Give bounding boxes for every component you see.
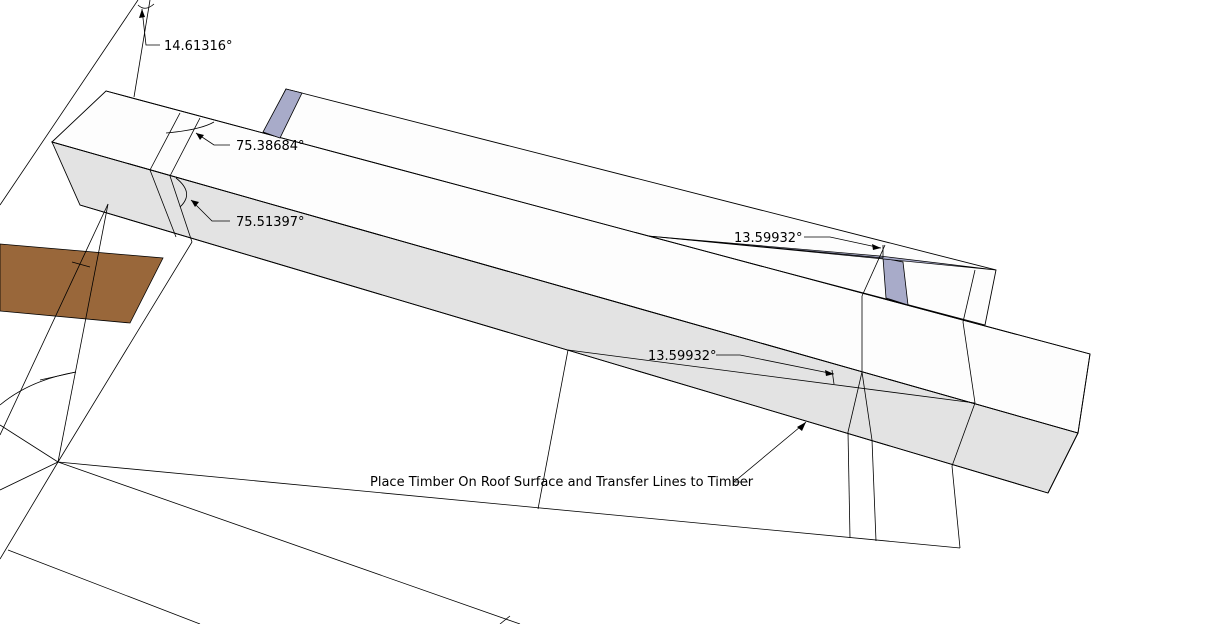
angle-label-top: 14.61316° [164,39,233,54]
arrowheads [139,9,881,431]
angle-label-b: 75.51397° [236,215,305,230]
timber-end-edge [1077,353,1091,434]
leaders [141,8,882,483]
layout-lines [149,112,976,467]
brown-board [0,243,164,324]
board-mark [71,261,91,268]
angle-label-a: 75.38684° [236,139,305,154]
timber-front-top-edge [51,141,1079,434]
timber-top-face [52,91,1090,433]
timber-bottom-edge [79,204,1049,494]
angle-arcs [137,3,835,385]
angle-label-d: 13.59932° [648,349,717,364]
roof-surface-lines [0,0,961,625]
timber-far-end [1047,432,1079,494]
cut-face-right [882,257,909,306]
cut-face-left [262,88,303,139]
instruction-label: Place Timber On Roof Surface and Transfe… [370,475,754,490]
angle-label-c: 13.59932° [734,231,803,246]
